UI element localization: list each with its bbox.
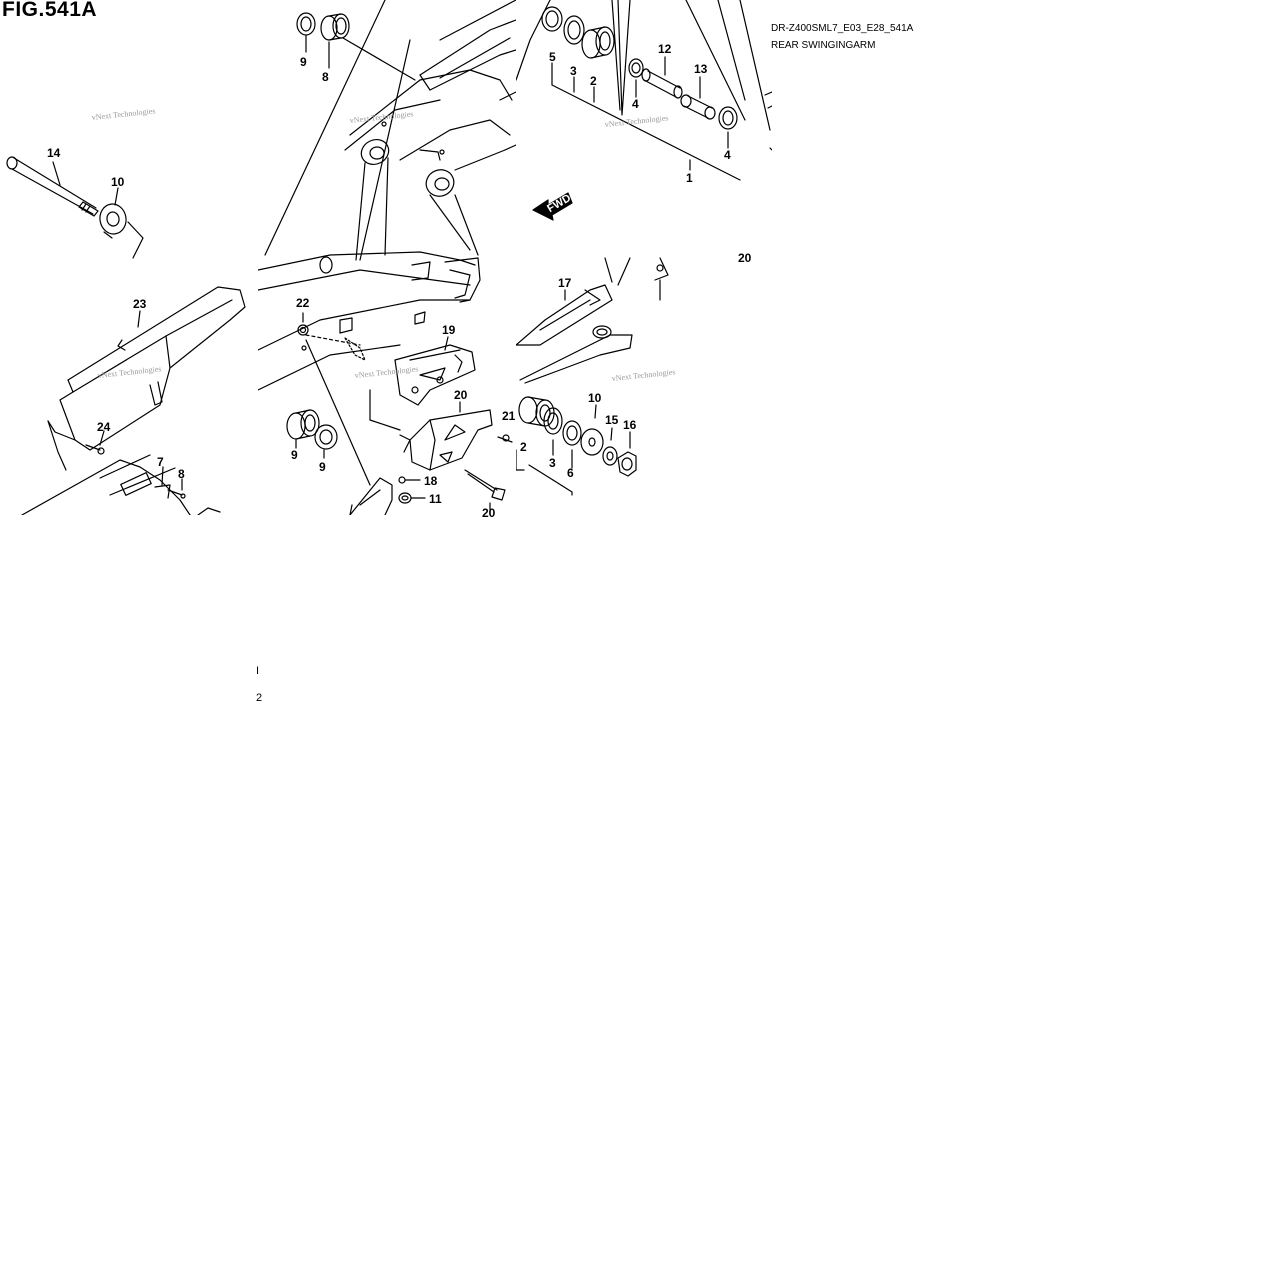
fwd-label: FWD — [545, 192, 573, 215]
callout-label: 9 — [300, 55, 307, 69]
callout-label: 20 — [738, 251, 752, 265]
callout-label: 18 — [424, 474, 438, 488]
callout-label: 10 — [588, 391, 602, 405]
figure-title: FIG.541A — [2, 0, 98, 21]
callout-label: 20 — [454, 388, 468, 402]
washer-4-b — [718, 106, 738, 130]
figure-code: DR-Z400SML7_E03_E28_541A — [771, 23, 914, 34]
callout-label: 21 — [502, 409, 516, 423]
callout-label: 6 — [567, 466, 574, 480]
screw-16 — [398, 476, 421, 484]
callout-label: 9 — [319, 460, 326, 474]
callout-label: 20 — [482, 506, 496, 520]
figure-subtitle: REAR SWINGINGARM — [771, 40, 876, 51]
callout-label: 2 — [590, 74, 597, 88]
left-panel — [6, 156, 246, 515]
svg-text:vNext Technologies: vNext Technologies — [97, 364, 162, 380]
swingarm-body — [344, 19, 516, 261]
callout-label: 12 — [658, 42, 672, 56]
callout-label: 17 — [558, 276, 572, 290]
callout-label: 7 — [157, 455, 164, 469]
callout-labels: 9 8 5 3 2 12 13 4 4 1 20 14 10 23 22 17 … — [47, 42, 752, 520]
callout-label: 14 — [47, 146, 61, 160]
seal-5-bottom — [562, 420, 582, 446]
callout-label: 1 — [686, 171, 693, 185]
chain-slider-18 — [394, 344, 476, 406]
stray-fragment-2: 2 — [256, 692, 263, 704]
callout-label: 4 — [724, 148, 731, 162]
nut-14 — [617, 451, 637, 477]
callout-label: 8 — [178, 467, 185, 481]
fwd-arrow — [532, 192, 573, 221]
callout-label: 13 — [694, 62, 708, 76]
pivot-shaft — [6, 156, 99, 217]
callout-label: 24 — [97, 420, 111, 434]
washer-17 — [398, 492, 426, 504]
svg-text:vNext Technologies: vNext Technologies — [611, 367, 676, 383]
spacer-11-a — [641, 68, 683, 99]
bolt-20 — [464, 469, 506, 501]
callout-label: 3 — [549, 456, 556, 470]
callout-label: 19 — [442, 323, 456, 337]
callout-label: 15 — [605, 413, 619, 427]
callout-label: 22 — [296, 296, 310, 310]
watermarks: vNext Technologies vNext Technologies vN… — [91, 106, 676, 383]
washer-10-right — [580, 428, 604, 456]
washer-4-a — [628, 58, 644, 78]
nut-22 — [297, 324, 309, 336]
bearing-2-bottom — [518, 396, 555, 427]
chain-guard — [47, 286, 246, 471]
seal-5-top — [541, 6, 563, 32]
spacer-3-top — [563, 15, 585, 45]
svg-text:vNext Technologies: vNext Technologies — [91, 106, 156, 122]
callout-label: 3 — [570, 64, 577, 78]
bolt-7 — [167, 489, 186, 499]
bearing-2-top — [581, 26, 615, 59]
callout-label: 23 — [133, 297, 147, 311]
callout-label: 8 — [322, 70, 329, 84]
bearing-8-bottom — [286, 409, 320, 440]
svg-text:vNext Technologies: vNext Technologies — [349, 109, 414, 125]
callout-label: 4 — [632, 97, 639, 111]
chain-guide-19 — [399, 409, 493, 471]
callout-label: 9 — [291, 448, 298, 462]
right-panel — [516, 0, 772, 496]
swingarm-lower — [258, 251, 481, 391]
washer-left — [99, 203, 144, 259]
torque-arm-15 — [516, 257, 669, 384]
screw-21 — [497, 434, 513, 443]
callout-label: 2 — [520, 440, 527, 454]
callout-label: 16 — [623, 418, 637, 432]
washer-13 — [602, 446, 618, 466]
seal-9-bottom — [314, 424, 338, 450]
stray-fragment-1: I — [256, 665, 260, 677]
callout-label: 11 — [429, 492, 442, 506]
swingarm-rear-left — [21, 454, 221, 515]
spacer-3-bottom — [543, 407, 563, 435]
svg-text:vNext Technologies: vNext Technologies — [354, 364, 419, 380]
seal-9-top — [296, 12, 316, 36]
spacer-11-b — [680, 94, 716, 120]
callout-label: 10 — [111, 175, 125, 189]
screw-24 — [85, 444, 105, 455]
bearing-8-top — [320, 13, 350, 41]
middle-panel — [258, 0, 516, 515]
callout-label: 5 — [549, 50, 556, 64]
